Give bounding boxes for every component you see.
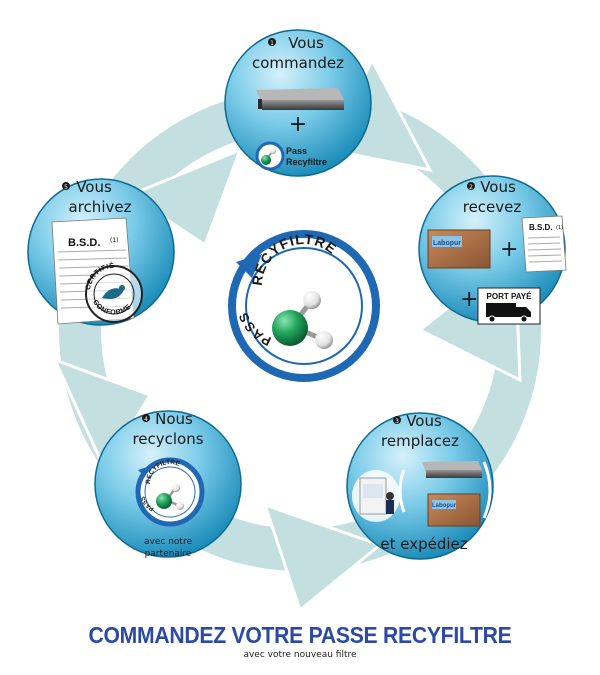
cardboard-box-icon: Labopur	[427, 229, 491, 269]
bsd-label: B.S.D.	[68, 237, 100, 249]
partner-note-line1: avec notre	[144, 537, 192, 547]
center-molecule-icon	[272, 291, 333, 349]
port-paye-label-icon: PORT PAYÉ	[477, 287, 541, 325]
arrowhead-3	[262, 502, 384, 613]
plus-sign: +	[500, 237, 518, 262]
partner-note-line2: partenaire	[145, 549, 192, 559]
pass-label-line1: Pass	[286, 146, 307, 156]
box-brand-label: Labopur	[432, 503, 457, 509]
step-remplacez: 3 Vous remplacez Labopur et expédiez	[346, 412, 494, 560]
pass-label-line2: Recyfiltre	[286, 157, 327, 167]
bsd-label: B.S.D.	[529, 223, 553, 232]
step-number-bullet	[467, 182, 475, 190]
step-number: 1	[270, 40, 274, 47]
step-line2: remplacez	[381, 432, 459, 450]
center-badge-arrow	[236, 254, 262, 278]
step-line1: Vous	[480, 178, 516, 196]
small-pass-recyfiltre-badge: RECYFILTRE PASS	[135, 457, 205, 527]
fume-hood-cabinet-icon	[352, 470, 400, 522]
step-line2: commandez	[252, 54, 344, 72]
swap-arrows-icon	[398, 461, 492, 519]
step-number-bullet	[142, 414, 150, 422]
step-line2: recyclons	[132, 430, 203, 448]
step-number: 2	[469, 184, 473, 191]
truck-icon	[486, 303, 531, 323]
step-number: 3	[395, 418, 399, 425]
plus-sign: +	[460, 287, 478, 312]
cardboard-box-icon: Labopur	[427, 493, 481, 527]
step-line1: Vous	[288, 34, 324, 52]
step-archivez: 5 Vous archivez B.S.D. (1) CERTIFIÉ CONF…	[27, 178, 175, 326]
step-number: 5	[64, 184, 68, 191]
step-commandez: 1 Vous commandez + Pass Recyfiltre	[224, 29, 372, 177]
port-paye-text: PORT PAYÉ	[487, 292, 533, 301]
filter-unit-icon	[256, 88, 344, 110]
step-recyclons: 4 Nous recyclons RECYFILTRE PASS avec no…	[94, 410, 242, 559]
step-number: 4	[144, 416, 148, 423]
footer-title: COMMANDEZ VOTRE PASSE RECYFILTRE	[88, 622, 512, 648]
step-line1: Nous	[155, 410, 193, 428]
step-number-bullet	[393, 416, 401, 424]
step-line1: Vous	[406, 412, 442, 430]
step-number-bullet	[268, 38, 276, 46]
bsd-footnote: (1)	[556, 225, 563, 231]
filter-unit-icon	[422, 461, 482, 478]
footer-subtitle: avec votre nouveau filtre	[243, 650, 357, 660]
pass-sticker-icon	[255, 141, 285, 171]
step-line2: archivez	[69, 198, 132, 216]
plus-sign: +	[289, 112, 307, 137]
center-pass-recyfiltre-badge: RECYFILTRE PASS	[228, 230, 380, 382]
step-number-bullet	[62, 182, 70, 190]
bsd-footnote: (1)	[110, 237, 119, 244]
step-line3: et expédiez	[380, 535, 467, 553]
bsd-document-icon: B.S.D. (1)	[521, 215, 567, 273]
step-line1: Vous	[76, 178, 112, 196]
step-recevez: 2 Vous recevez Labopur + B.S.D. (1) + PO…	[418, 175, 567, 325]
box-brand-label: Labopur	[433, 240, 461, 247]
arrowhead-5	[126, 147, 243, 248]
step-line2: recevez	[463, 198, 522, 216]
